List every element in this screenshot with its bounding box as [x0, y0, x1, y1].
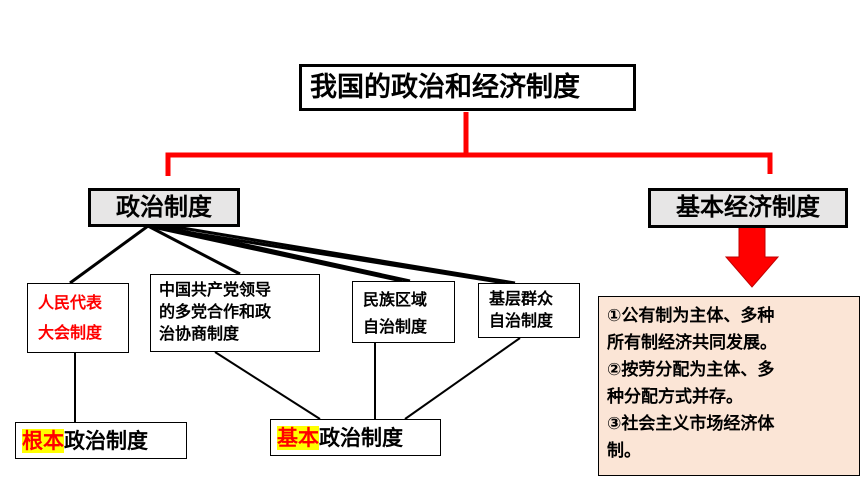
econ-point-line-3: ②按劳分配为主体、多	[607, 360, 775, 380]
economic-system-panel: ①公有制为主体、多种 所有制经济共同发展。 ②按劳分配为主体、多 种分配方式并存…	[598, 296, 860, 476]
basic-rest: 政治制度	[319, 426, 403, 450]
root-political-system-box: 根本政治制度	[15, 422, 187, 459]
npc-line-1: 人民代表	[38, 293, 103, 312]
diagram-title: 我国的政治和经济制度	[299, 64, 636, 111]
econ-point-line-5: ③社会主义市场经济体	[607, 414, 775, 434]
grassroots-line-2: 自治制度	[489, 311, 554, 330]
econ-point-line-1: ①公有制为主体、多种	[607, 306, 775, 326]
root-highlight: 根本	[22, 429, 64, 453]
ethnic-line-2: 自治制度	[363, 317, 428, 336]
red-brace	[165, 112, 773, 176]
political-system-box: 政治制度	[88, 188, 240, 227]
economic-system-box: 基本经济制度	[648, 188, 848, 228]
tree-lines	[69, 224, 516, 285]
cpc-cooperation-box: 中国共产党领导 的多党合作和政 治协商制度	[150, 274, 320, 352]
grassroots-autonomy-box: 基层群众 自治制度	[478, 283, 580, 338]
cpc-line-3: 治协商制度	[159, 324, 240, 343]
npc-system-box: 人民代表 大会制度	[27, 283, 129, 353]
ethnic-line-1: 民族区域	[363, 290, 428, 309]
ethnic-autonomy-box: 民族区域 自治制度	[352, 281, 455, 343]
econ-point-line-2: 所有制经济共同发展。	[607, 333, 777, 353]
down-arrow	[724, 224, 780, 288]
econ-point-line-6: 制。	[607, 441, 641, 461]
grassroots-line-1: 基层群众	[489, 289, 554, 308]
basic-political-system-box: 基本政治制度	[270, 419, 441, 456]
cpc-line-1: 中国共产党领导	[159, 280, 272, 299]
econ-point-line-4: 种分配方式并存。	[607, 387, 743, 407]
root-rest: 政治制度	[64, 429, 148, 453]
npc-line-2: 大会制度	[38, 323, 103, 342]
lower-lines	[74, 337, 521, 422]
cpc-line-2: 的多党合作和政	[159, 302, 272, 321]
basic-highlight: 基本	[277, 426, 319, 450]
